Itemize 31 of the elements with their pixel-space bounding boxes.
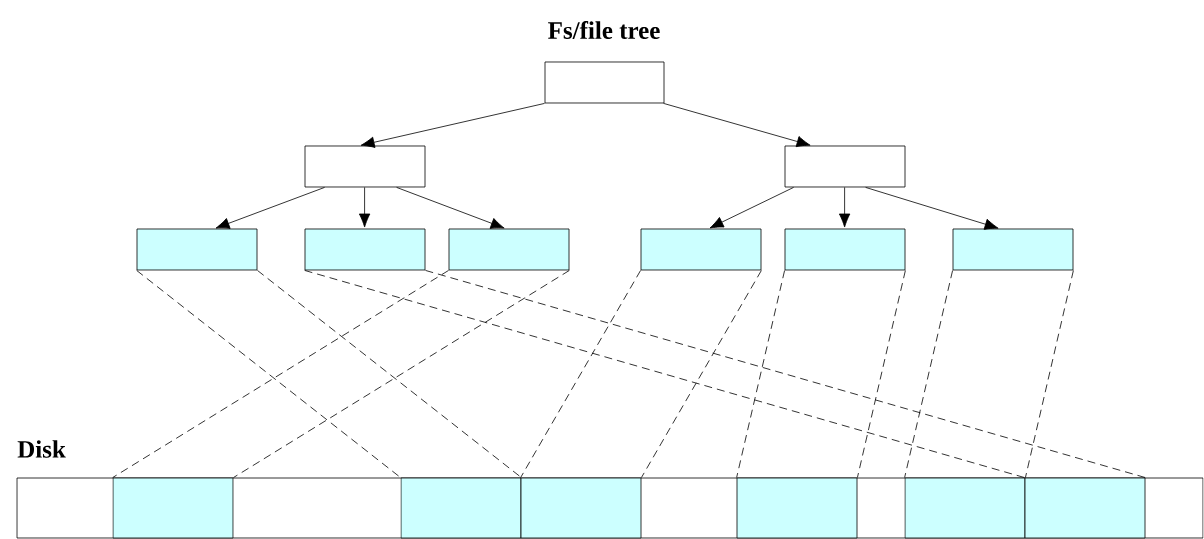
- mapping-lines: [136, 270, 522, 478]
- diagram-title: Fs/file tree: [548, 21, 660, 39]
- file-box: [952, 228, 1074, 271]
- file-box: [448, 228, 570, 271]
- tree-box: [304, 145, 426, 188]
- disk-block: [1024, 477, 1146, 539]
- arrow: [865, 187, 999, 230]
- arrow: [396, 187, 505, 229]
- arrow: [360, 103, 545, 148]
- file-box: [136, 228, 258, 271]
- disk-block: [904, 477, 1026, 539]
- mapping-lines: [736, 270, 906, 478]
- arrow: [709, 187, 794, 229]
- arrow: [663, 103, 811, 148]
- mapping-lines: [904, 270, 1074, 478]
- mapping-lines: [112, 270, 570, 478]
- mapping-lines: [304, 270, 1146, 478]
- file-box: [640, 228, 762, 271]
- file-box: [304, 228, 426, 271]
- disk-label: Disk: [17, 440, 66, 458]
- disk-block: [112, 477, 234, 539]
- disk-block: [400, 477, 522, 539]
- arrow: [358, 187, 371, 228]
- mapping-lines: [520, 270, 762, 478]
- file-box: [784, 228, 906, 271]
- tree-box: [784, 145, 906, 188]
- arrow: [215, 187, 325, 229]
- disk-block: [736, 477, 858, 539]
- tree-box: [544, 61, 665, 104]
- arrow: [838, 187, 851, 228]
- disk-block: [520, 477, 642, 539]
